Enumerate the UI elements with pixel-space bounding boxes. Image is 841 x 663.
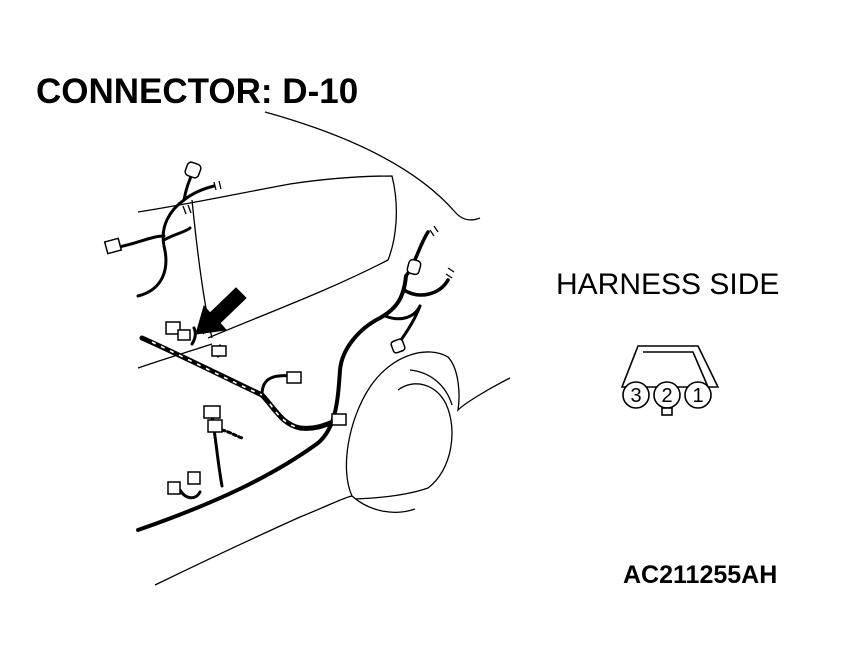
connector-latch — [661, 407, 673, 416]
connector-pin-numbers: 3 2 1 — [630, 385, 703, 407]
harness-tape-stripes — [151, 341, 301, 429]
connector-face-diagram — [620, 345, 720, 416]
pin-number-3: 3 — [630, 385, 641, 407]
pin-1-circle — [684, 381, 712, 409]
connector-title: CONNECTOR: D-10 — [36, 72, 359, 111]
location-arrow-icon — [195, 287, 247, 335]
figure-code: AC211255AH — [623, 561, 778, 589]
harness-side-label: HARNESS SIDE — [556, 268, 780, 301]
pin-3-circle — [622, 381, 650, 409]
pin-number-1: 1 — [692, 385, 703, 407]
connector-housing-inner — [643, 351, 709, 388]
pin-number-2: 2 — [661, 385, 672, 407]
connector-housing-outline — [620, 345, 720, 388]
harness-connectors — [103, 161, 422, 495]
vehicle-body-outline — [137, 111, 511, 586]
